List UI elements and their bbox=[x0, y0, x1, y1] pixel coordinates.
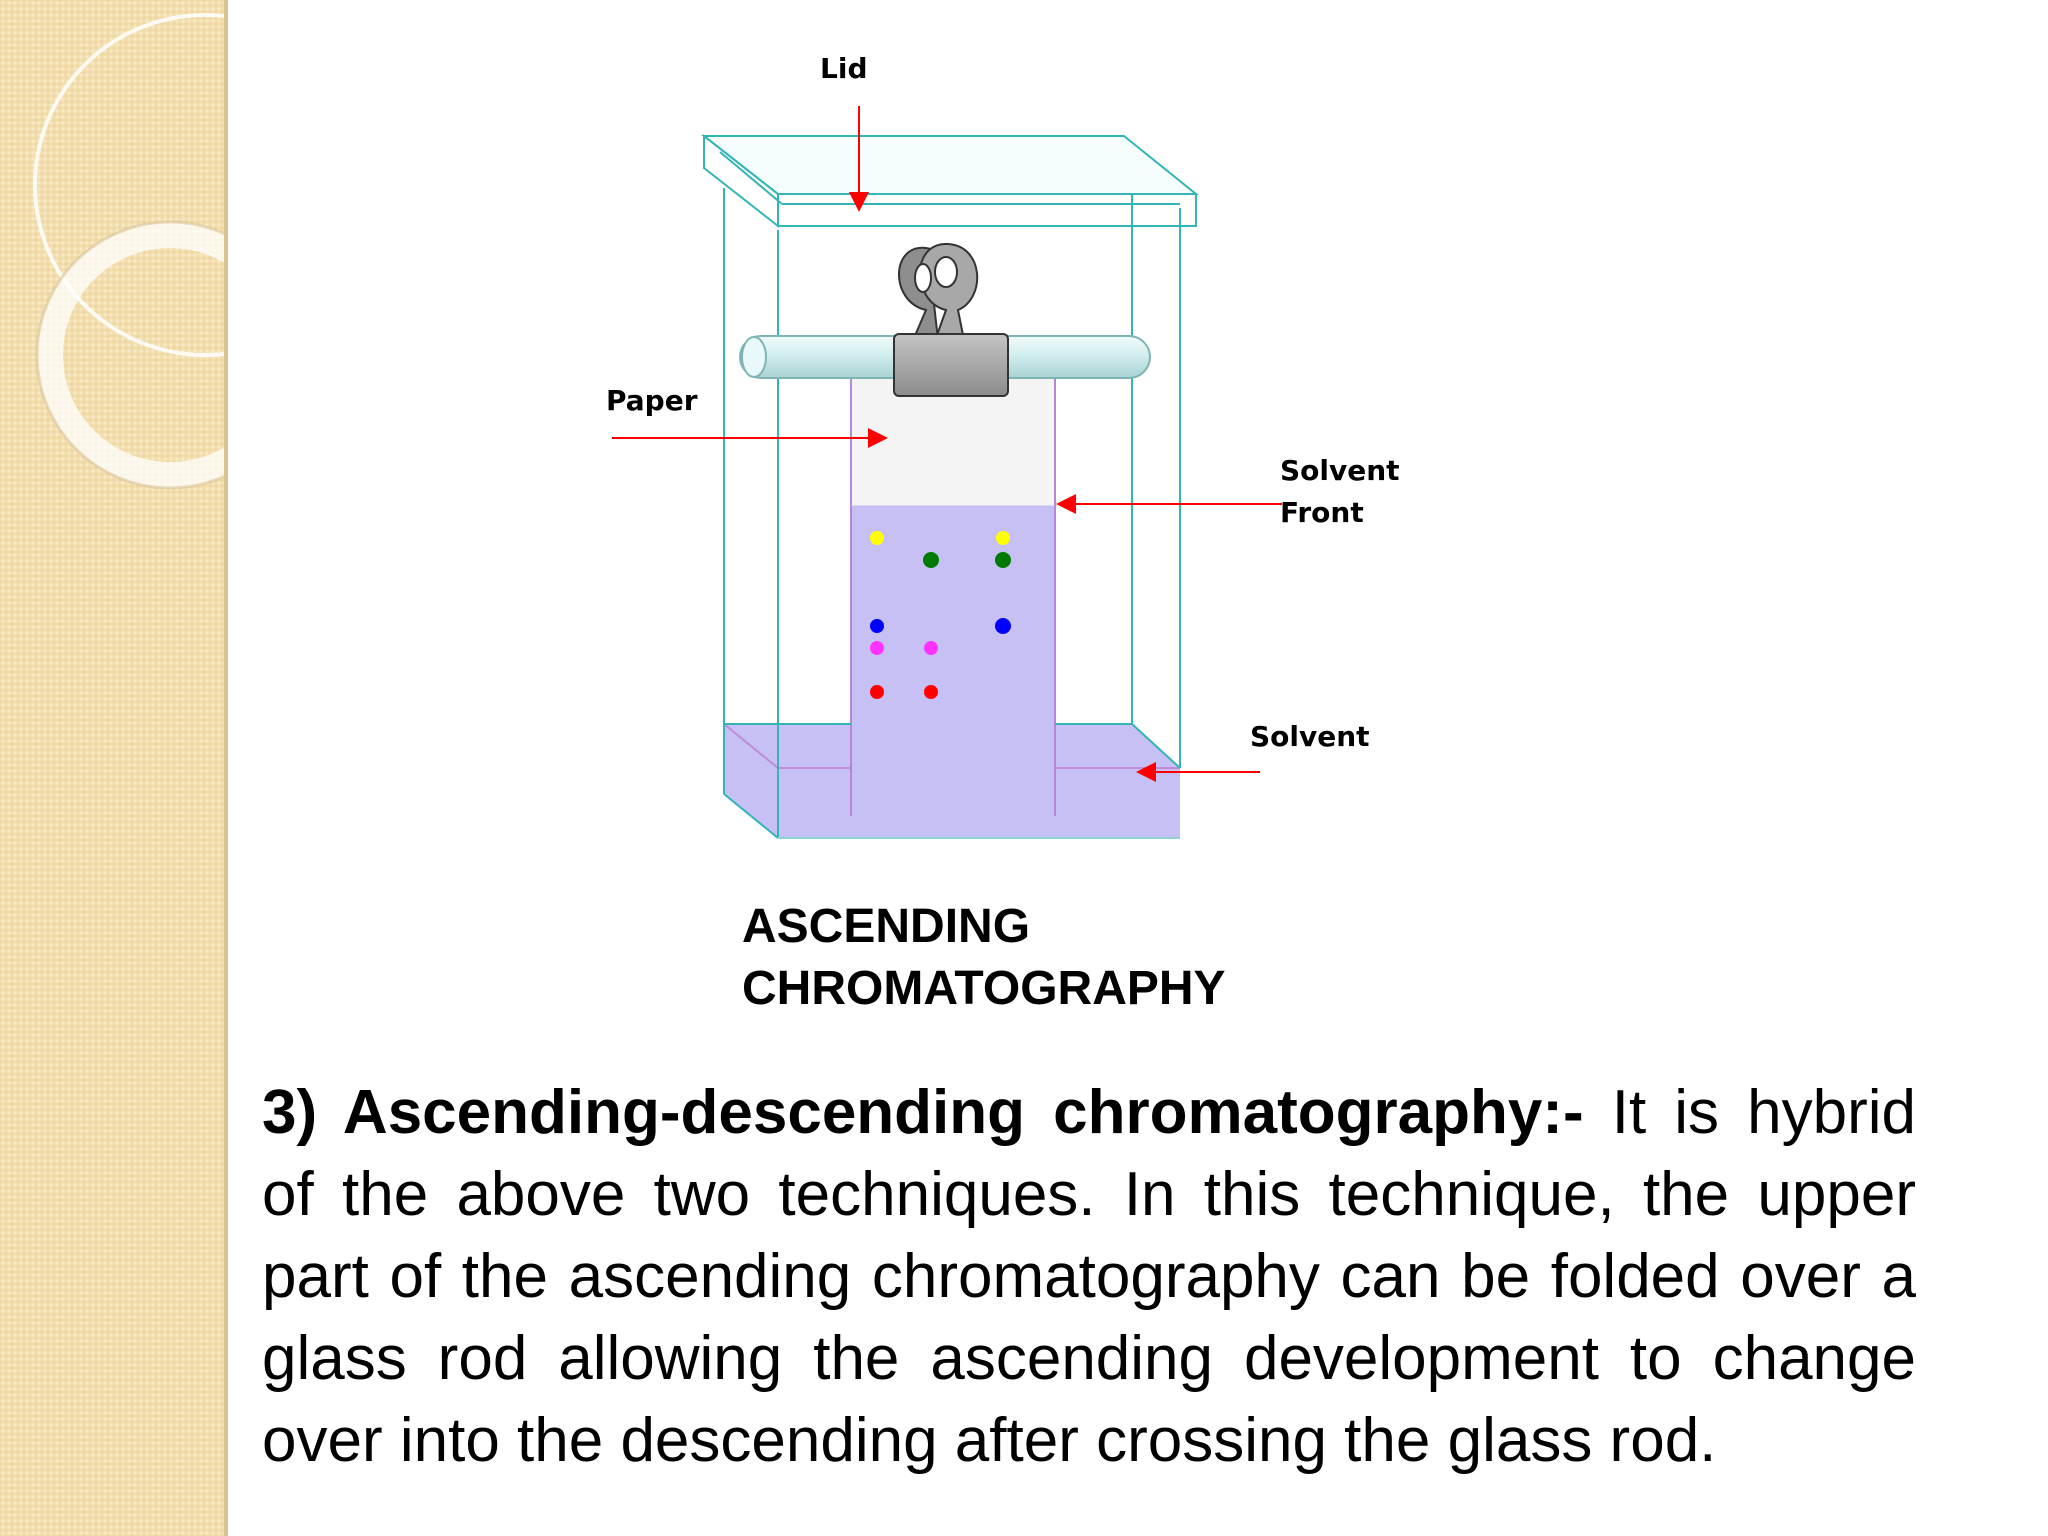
glass-rod-end bbox=[741, 336, 767, 378]
sidebar-edge bbox=[224, 0, 228, 1536]
solvent-inner-edge-left bbox=[723, 723, 779, 769]
binder-clip bbox=[893, 242, 1009, 397]
spot-yellow-1 bbox=[870, 531, 884, 545]
lid bbox=[701, 133, 1199, 229]
spot-yellow-2 bbox=[996, 531, 1010, 545]
spot-green-1 bbox=[923, 552, 939, 568]
ascending-chromatography-diagram: Lid Paper Solvent Front Solvent bbox=[592, 48, 1420, 848]
solvent-front-arrow-head bbox=[1056, 494, 1076, 514]
spot-red-1 bbox=[870, 685, 884, 699]
tank-walls bbox=[723, 160, 1181, 839]
label-solvent-front-line2: Front bbox=[1280, 496, 1364, 529]
description-paragraph: 3) Ascending-descending chromatography:-… bbox=[262, 1072, 1916, 1482]
figure-caption: ASCENDING CHROMATOGRAPHY bbox=[742, 896, 1226, 1020]
paper-wet-region bbox=[851, 506, 1055, 772]
diagram-svg: Lid Paper Solvent Front Solvent bbox=[606, 52, 1400, 839]
sidebar-rings bbox=[33, 13, 228, 490]
solvent-pool bbox=[724, 724, 1180, 838]
label-solvent-front-line1: Solvent bbox=[1280, 454, 1400, 487]
label-paper: Paper bbox=[606, 384, 698, 417]
label-lid: Lid bbox=[820, 52, 867, 85]
paragraph-heading: 3) Ascending-descending chromatography:- bbox=[262, 1078, 1584, 1147]
spot-green-2 bbox=[995, 552, 1011, 568]
label-arrows bbox=[612, 106, 1282, 782]
spot-blue-1 bbox=[870, 619, 884, 633]
spot-magenta-2 bbox=[924, 641, 938, 655]
solvent-arrow-head bbox=[1136, 762, 1156, 782]
spot-blue-2 bbox=[995, 618, 1011, 634]
sidebar-ring-large bbox=[33, 13, 228, 357]
caption-line-1: ASCENDING bbox=[742, 900, 1031, 953]
caption-line-2: CHROMATOGRAPHY bbox=[742, 962, 1226, 1015]
sidebar-ring-thick-shadow bbox=[35, 220, 228, 490]
paragraph-text: It is hybrid of the above two techniques… bbox=[262, 1078, 1917, 1475]
spot-red-2 bbox=[924, 685, 938, 699]
lid-arrow-head bbox=[849, 192, 869, 212]
label-solvent: Solvent bbox=[1250, 720, 1370, 753]
sample-spots bbox=[870, 531, 1011, 699]
paper-arrow-head bbox=[868, 428, 888, 448]
spot-magenta-1 bbox=[870, 641, 884, 655]
sidebar-ring-thick bbox=[37, 222, 228, 488]
decorative-sidebar bbox=[0, 0, 228, 1536]
